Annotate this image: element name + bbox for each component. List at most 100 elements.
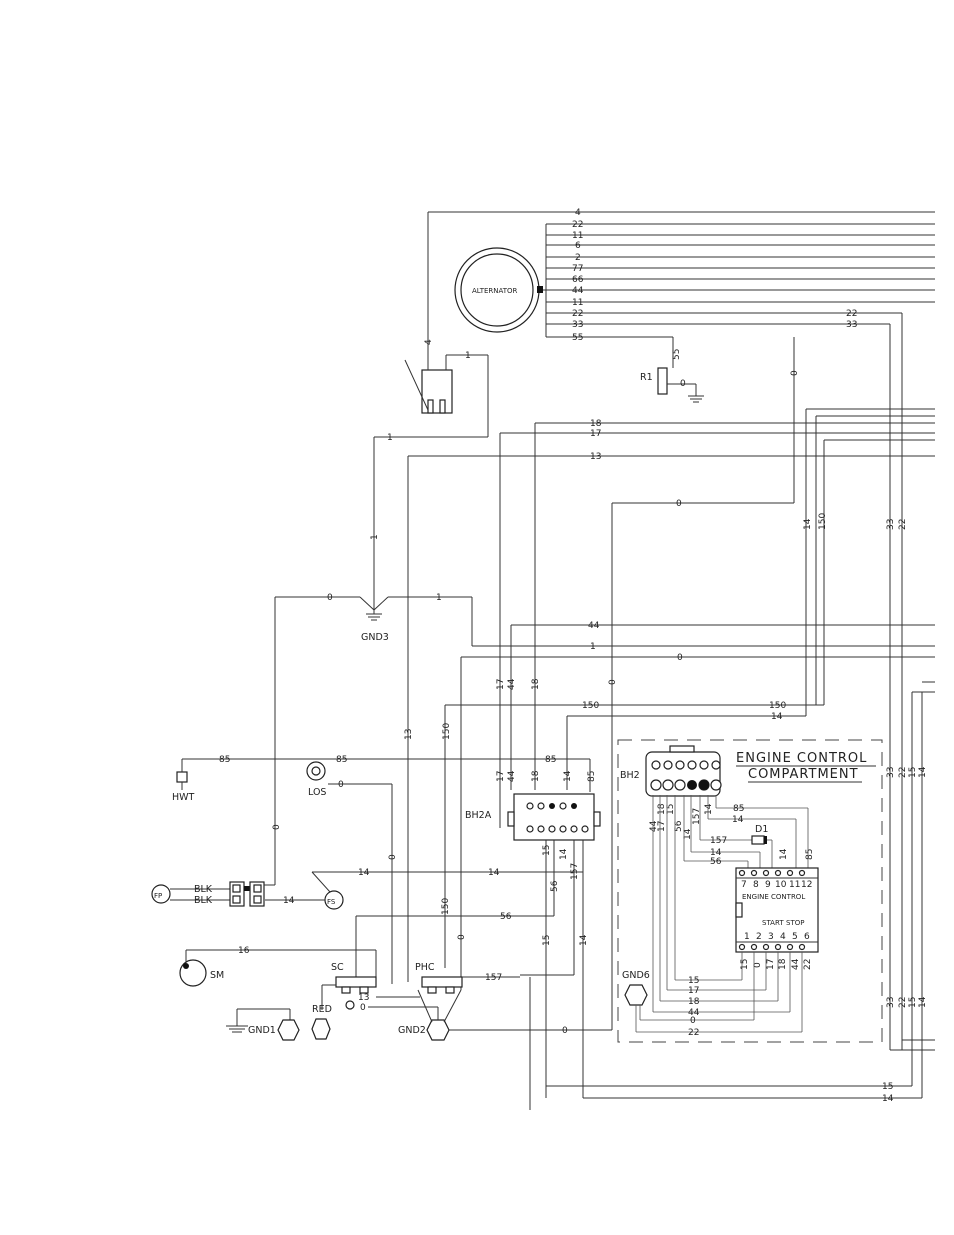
wire-label: 14 [704, 803, 714, 815]
pin-label: 10 [775, 880, 787, 890]
wire-label: 18 [657, 803, 667, 815]
gnd2-label: GND2 [398, 1025, 426, 1036]
wire-label: 14 [283, 896, 295, 906]
wire-label: 4 [575, 208, 581, 218]
resistor-r1: R1 0 55 [640, 337, 704, 403]
los-label: LOS [308, 787, 326, 798]
engine-control-label: ENGINE CONTROL [742, 893, 805, 901]
wire-label: 56 [710, 857, 722, 867]
fp-label: FP [154, 892, 162, 900]
wire-label: 85 [733, 804, 744, 814]
wire-label: 1 [465, 351, 471, 361]
wire-label: 14 [563, 770, 573, 782]
bh2a-label: BH2A [465, 810, 492, 821]
wire-label: 55 [572, 333, 583, 343]
gnd3-label: GND3 [361, 632, 389, 643]
wire-label: 15 [666, 804, 676, 815]
wire-label: 14 [918, 996, 928, 1008]
wire-label: 14 [358, 868, 370, 878]
wire-label: 56 [500, 912, 512, 922]
wire-label: 22 [572, 309, 583, 319]
wire-label: 11 [572, 298, 583, 308]
wire-label: 1 [387, 433, 393, 443]
wire-label: 22 [898, 767, 908, 778]
wire-label: 85 [336, 755, 347, 765]
wire-label: 0 [608, 679, 618, 685]
wire-label: 18 [531, 678, 541, 690]
wire-label: 33 [846, 320, 857, 330]
starter-motor: SM 16 [179, 946, 377, 987]
start-label: START [762, 919, 784, 927]
gnd1: GND1 [226, 1008, 300, 1041]
gnd6-label: GND6 [622, 970, 650, 981]
r1-label: R1 [640, 372, 653, 383]
wire-label: 17 [657, 821, 667, 832]
engine-control-wiring: 85 14 157 D1 14 56 14 85 [684, 804, 815, 868]
wire-label: 15 [908, 767, 918, 778]
wire-label: 150 [818, 513, 828, 530]
ignition-switch: 4 1 1 1 [370, 328, 489, 610]
wire-label: 14 [710, 848, 722, 858]
wire-label: 13 [404, 729, 414, 740]
wire-label: 16 [238, 946, 250, 956]
ground-wire-0: 0 0 0 [608, 337, 800, 1030]
wire-label: 18 [778, 958, 788, 970]
wire-label: 85 [219, 755, 230, 765]
wire-label: 22 [803, 959, 813, 970]
wire-label: 77 [572, 264, 583, 274]
wire-label: 17 [766, 959, 776, 970]
wire-label: 0 [676, 499, 682, 509]
wire-label: 22 [846, 309, 857, 319]
blk-label: BLK [194, 884, 213, 895]
pin-label: 5 [792, 932, 798, 942]
wire-56: 56 [355, 912, 554, 982]
wire-label: 0 [457, 934, 467, 940]
wire-label: 157 [570, 863, 580, 880]
wire-label: 157 [710, 836, 727, 846]
wire-label: 0 [338, 780, 344, 790]
wire-label: 33 [886, 767, 896, 778]
bh2-label: BH2 [620, 770, 640, 781]
engine-control-module: 7 8 9 10 11 12 ENGINE CONTROL START STOP… [735, 867, 819, 970]
wire-label: 14 [918, 766, 928, 778]
wire-label: 0 [327, 593, 333, 603]
wire-label: 33 [572, 320, 583, 330]
mid-wire-bus: 18 17 13 [407, 408, 935, 982]
blk-label: BLK [194, 895, 213, 906]
wire-label: 44 [588, 621, 600, 631]
wires-44-1-0: 44 1 0 0 [457, 621, 935, 990]
wire-label: 44 [649, 820, 659, 832]
wire-label: 44 [507, 678, 517, 690]
wire-label: 17 [496, 679, 506, 690]
wire-label: 4 [424, 339, 434, 345]
wires-14-150: 14 150 150 150 14 150 [442, 409, 828, 968]
wire-label: 13 [590, 452, 601, 462]
gnd2: GND2 0 [398, 989, 612, 1041]
stop-label: STOP [786, 919, 804, 927]
gnd6: GND6 [622, 970, 650, 1032]
wire-label: 22 [688, 1028, 699, 1038]
wire-label: 14 [803, 518, 813, 530]
compartment-title-2: COMPARTMENT [748, 767, 859, 782]
wire-label: 1 [590, 642, 596, 652]
fs-label: FS [327, 898, 336, 906]
gnd1-label: GND1 [248, 1025, 276, 1036]
wire-label: 150 [769, 701, 786, 711]
pin-label: 7 [741, 880, 747, 890]
alternator-label: ALTERNATOR [472, 287, 518, 295]
pin-label: 11 [789, 880, 800, 890]
wire-label: 0 [690, 1016, 696, 1026]
bh2-connector: BH2 44 18 17 15 56 14 157 14 [620, 745, 722, 1012]
wire-label: 150 [582, 701, 599, 711]
red-label: RED [312, 1004, 332, 1015]
wire-label: 2 [575, 253, 581, 263]
wire-label: 55 [672, 349, 682, 360]
wire-label: 14 [488, 868, 500, 878]
pin-label: 9 [765, 880, 771, 890]
wire-label: 150 [442, 723, 452, 740]
wire-label: 150 [441, 898, 451, 915]
wire-label: 56 [550, 880, 560, 892]
hwt-label: HWT [172, 792, 195, 803]
wire-label: 157 [692, 808, 702, 825]
